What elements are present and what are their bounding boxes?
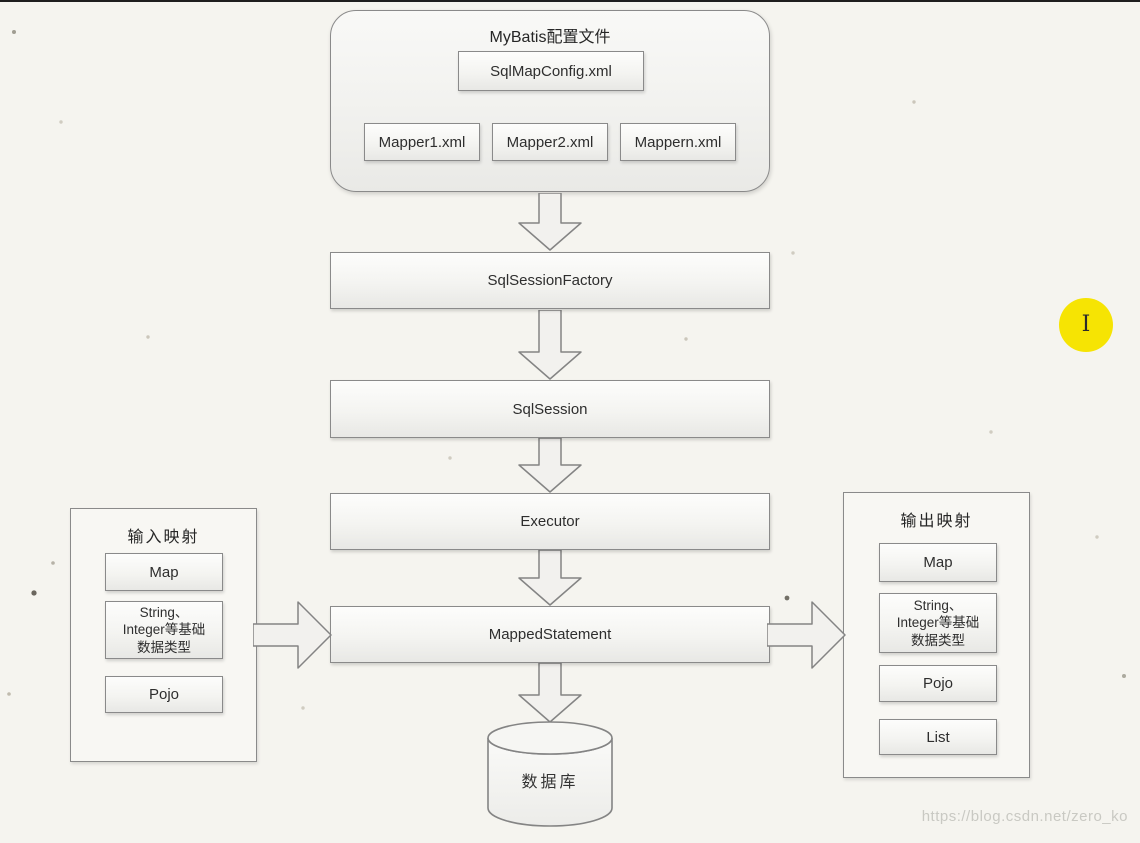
cursor-highlight-circle: I [1059,298,1113,352]
sqlsession-label: SqlSession [512,400,588,418]
arrow-down-icon [518,663,582,723]
input-basic-types-box: String、 Integer等基础 数据类型 [105,601,223,659]
arrow-right-icon [253,601,332,669]
output-pojo-label: Pojo [922,675,954,692]
input-panel-title: 输入映射 [127,529,200,546]
input-pojo-box: Pojo [105,676,223,713]
executor-label: Executor [520,513,580,530]
sqlmapconfig-box: SqlMapConfig.xml [458,51,644,91]
arrow-down-icon [518,193,582,251]
flow-node-mappedstatement: MappedStatement [330,606,770,663]
mapper1-label: Mapper1.xml [378,133,466,151]
flow-node-sqlsession: SqlSession [330,380,770,438]
mapper2-label: Mapper2.xml [506,133,594,151]
output-pojo-box: Pojo [879,665,997,702]
flow-node-sqlsessionfactory: SqlSessionFactory [330,252,770,309]
mappern-box: Mappern.xml [620,123,736,161]
output-panel-title: 输出映射 [900,513,973,530]
mappedstatement-label: MappedStatement [488,626,612,643]
arrow-right-icon [767,601,846,669]
output-map-box: Map [879,543,997,582]
output-basic-types-label: String、 Integer等基础 数据类型 [896,597,980,648]
arrow-down-icon [518,550,582,606]
input-pojo-label: Pojo [148,686,180,703]
mappern-label: Mappern.xml [634,133,722,151]
flow-node-executor: Executor [330,493,770,550]
output-map-label: Map [923,554,953,571]
sqlsessionfactory-label: SqlSessionFactory [487,272,613,289]
config-container-title: MyBatis配置文件 [489,29,611,46]
output-list-box: List [879,719,997,755]
input-basic-types-label: String、 Integer等基础 数据类型 [122,604,206,655]
mapper2-box: Mapper2.xml [492,123,608,161]
input-map-box: Map [105,553,223,591]
watermark-url: https://blog.csdn.net/zero_ko [921,808,1128,825]
sqlmapconfig-label: SqlMapConfig.xml [490,62,612,80]
input-mapping-panel: 输入映射 Map String、 Integer等基础 数据类型 Pojo [70,508,257,762]
arrow-down-icon [518,438,582,493]
output-mapping-panel: 输出映射 Map String、 Integer等基础 数据类型 Pojo Li… [843,492,1030,778]
input-map-label: Map [149,563,179,581]
arrow-down-icon [518,310,582,380]
output-basic-types-box: String、 Integer等基础 数据类型 [879,593,997,653]
top-border-line [0,0,1140,2]
mapper1-box: Mapper1.xml [364,123,480,161]
output-list-label: List [926,728,950,746]
database-cylinder-icon [487,721,613,827]
paper-texture-speckles [0,0,2,2]
config-container: MyBatis配置文件 SqlMapConfig.xml Mapper1.xml… [330,10,770,192]
text-cursor-icon: I [1081,312,1091,337]
database-label: 数据库 [521,774,579,791]
